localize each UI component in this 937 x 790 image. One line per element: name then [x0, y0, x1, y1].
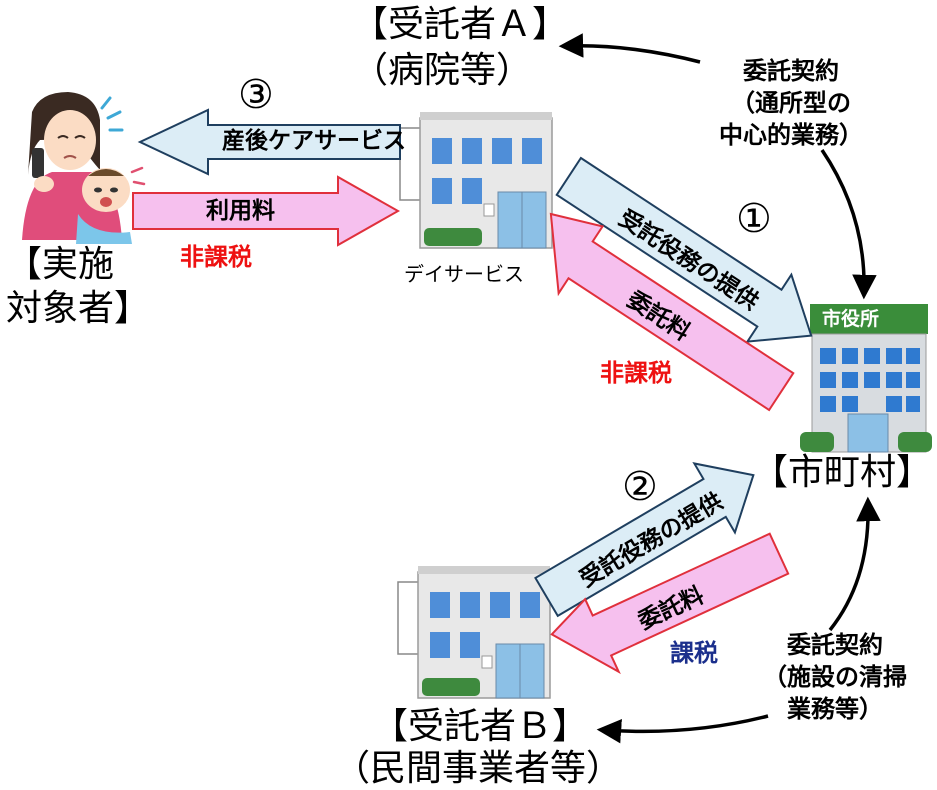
contractor-a-name: 【受託者Ａ】 — [352, 4, 569, 45]
contractor-b-name: 【受託者Ｂ】 — [372, 706, 589, 747]
contract-a-curve-lower — [820, 149, 877, 300]
target-person-line2: 対象者】 — [6, 288, 151, 329]
postnatal-care-label: 産後ケアサービス — [222, 128, 406, 154]
step-1-marker: ① — [736, 196, 772, 242]
target-person-line1: 【実施 — [6, 244, 115, 285]
usage-fee-label: 利用料 — [206, 198, 275, 224]
taxable-label: 課税 — [670, 639, 718, 667]
non-taxable-label-usage: 非課税 — [180, 243, 252, 271]
contractor-a-type: （病院等） — [352, 50, 533, 91]
entrusted-fee-a-arrow — [549, 212, 795, 412]
entrusted-fee-b-arrow — [550, 532, 790, 675]
contract-b-line2: （施設の清掃 — [763, 663, 907, 691]
contract-a-line1: 委託契約 — [743, 57, 839, 85]
contract-b-curve-lower — [596, 714, 769, 744]
contract-b-line1: 委託契約 — [787, 631, 883, 659]
municipality-label: 【市町村】 — [752, 452, 933, 493]
step-3-marker: ③ — [238, 72, 274, 118]
contract-b-line3: 業務等） — [787, 695, 883, 723]
contract-a-curve — [558, 33, 701, 64]
postnatal-care-arrow — [137, 108, 401, 176]
contract-a-line3: 中心的業務） — [719, 121, 863, 149]
non-taxable-label-fee: 非課税 — [600, 359, 672, 387]
mother-with-baby-illustration — [22, 92, 146, 244]
contract-b-curve — [828, 496, 881, 632]
day-service-building — [399, 112, 553, 249]
usage-fee-arrow — [132, 175, 401, 247]
city-hall-building — [800, 304, 932, 453]
city-hall-sign: 市役所 — [822, 308, 880, 330]
contractor-b-building — [397, 566, 551, 699]
contract-a-line2: （通所型の — [731, 89, 851, 117]
entrusted-service-a-arrow — [555, 156, 813, 343]
day-service-label: デイサービス — [404, 262, 524, 286]
contractor-b-type: （民間事業者等） — [334, 748, 623, 789]
step-2-marker: ② — [622, 464, 658, 510]
